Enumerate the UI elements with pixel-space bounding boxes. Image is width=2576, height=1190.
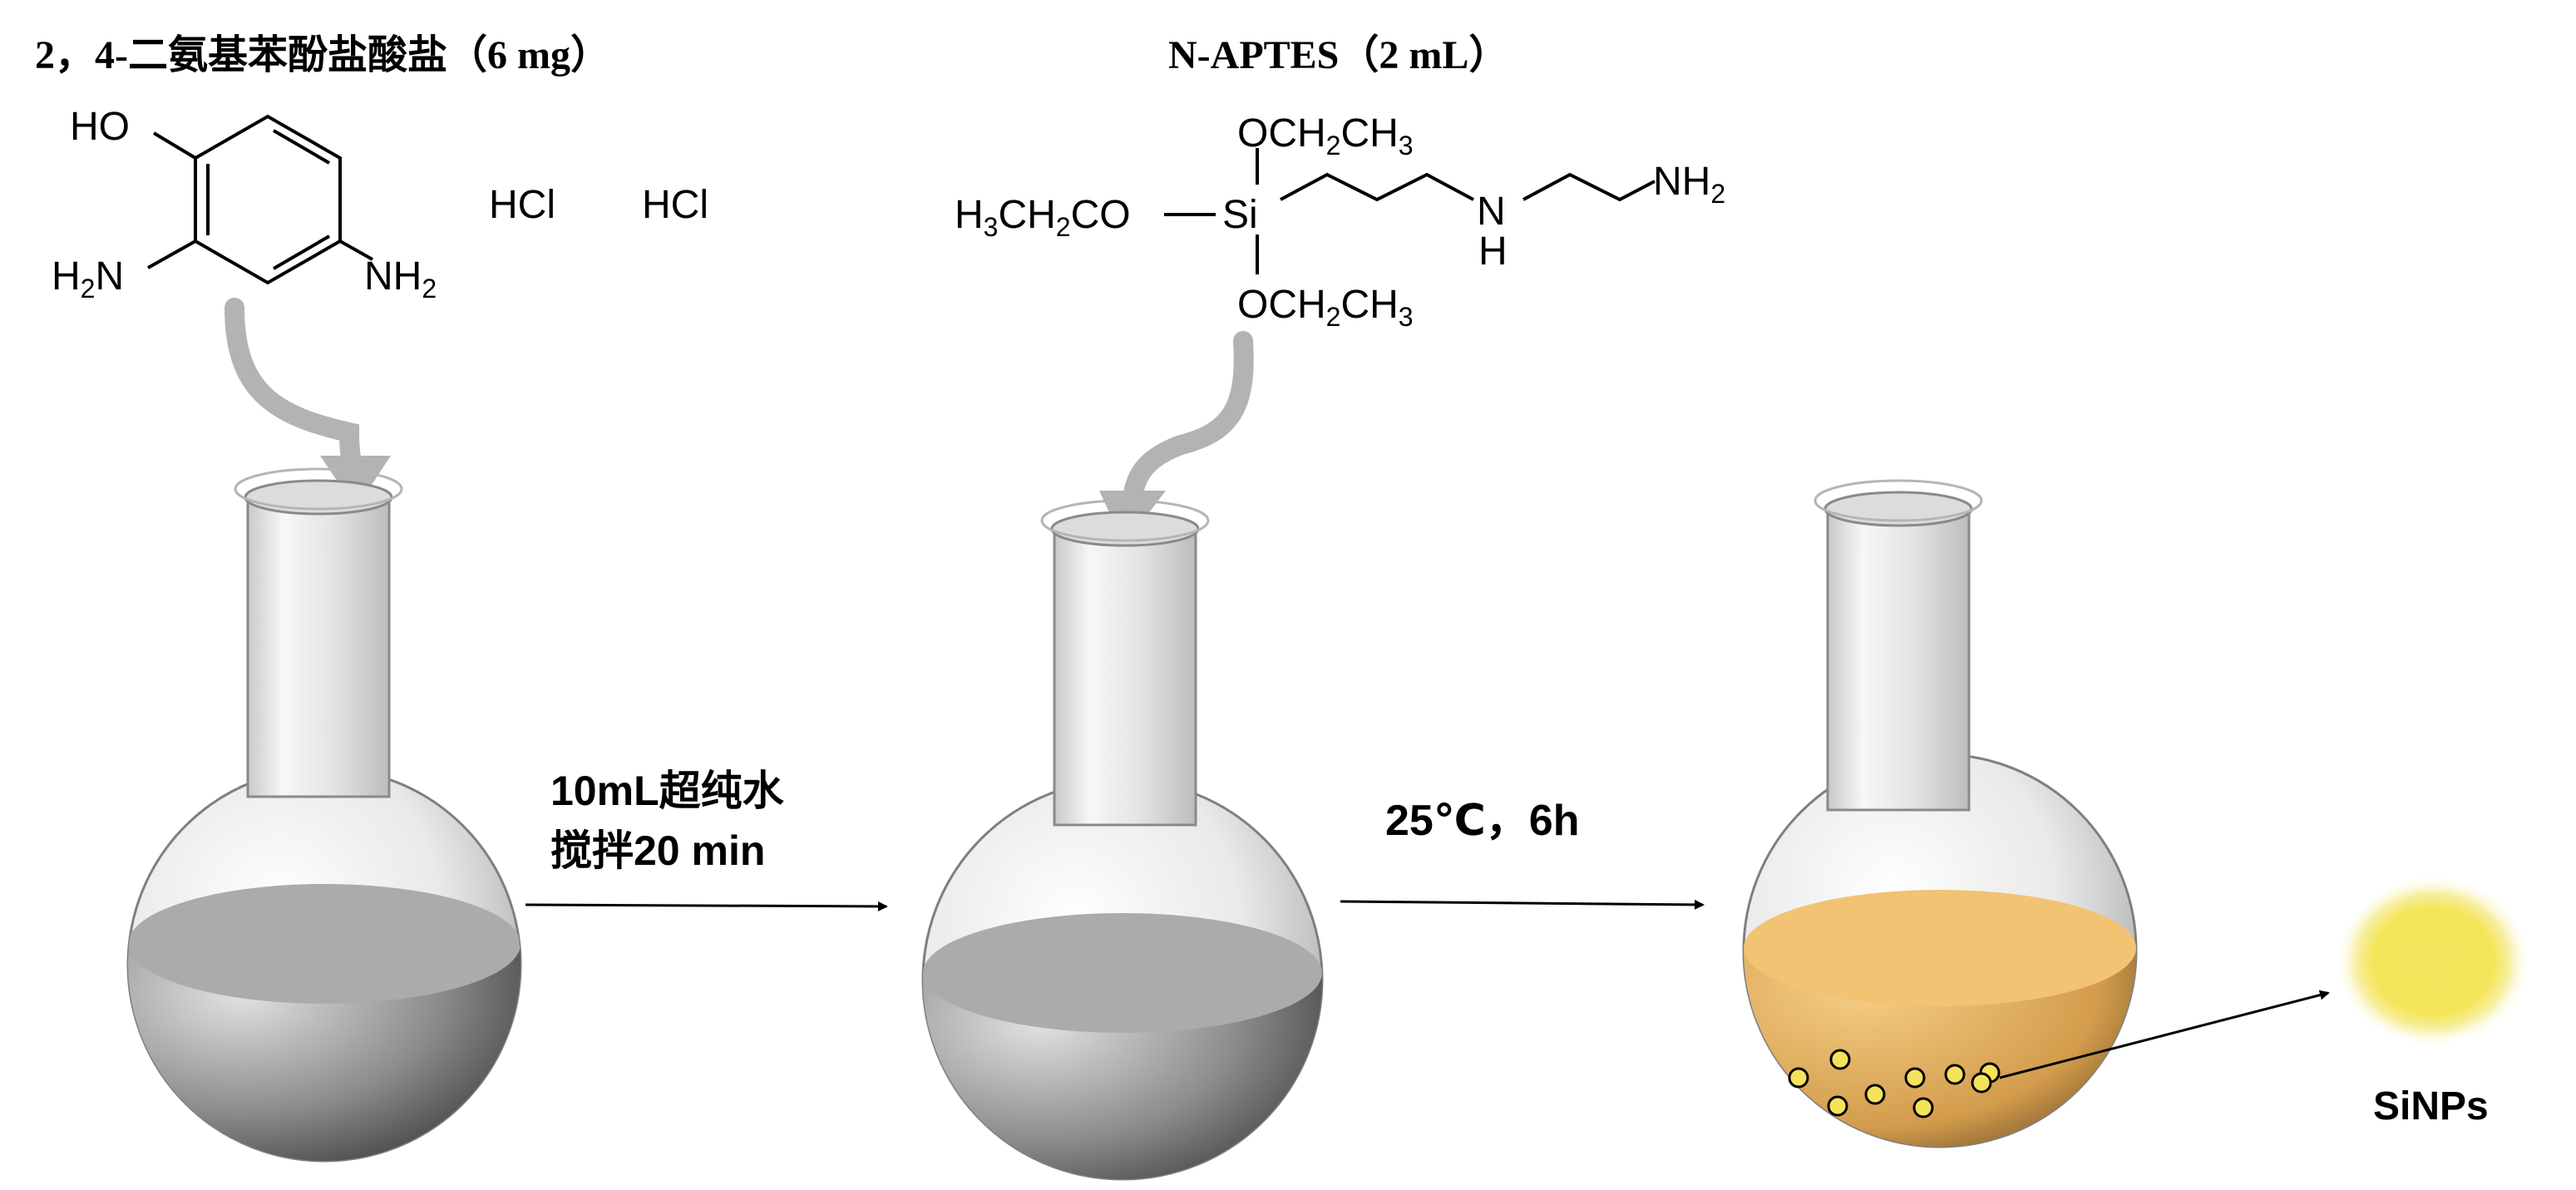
nanoparticle-dot [1912, 1097, 1934, 1118]
nanoparticle-dot [1944, 1064, 1966, 1085]
curved-arrow-1 [225, 298, 391, 509]
nanoparticle-dot [1788, 1067, 1809, 1089]
bond-nh2-right [339, 239, 373, 261]
step1-line2: 搅拌20 min [550, 827, 765, 874]
step1-line1: 10mL超纯水 [550, 768, 785, 814]
nanoparticle-dot [1829, 1049, 1851, 1070]
flask-2 [921, 499, 1324, 1181]
nanoparticle-dot [1904, 1067, 1926, 1089]
flask-1 [126, 467, 522, 1163]
nanoparticle-dots [1788, 1049, 2001, 1118]
diaminophenol-structure [147, 114, 373, 285]
liquid-surface [923, 913, 1322, 1033]
ho-label: HO [70, 105, 130, 149]
h2n-label: H2N [52, 254, 124, 304]
nh2-label-aptes: NH2 [1653, 160, 1725, 209]
inner-bond-top [272, 129, 331, 165]
si-label: Si [1222, 193, 1258, 237]
nanoparticle-dot [1827, 1095, 1848, 1117]
sinps-glow [2335, 875, 2531, 1048]
ethyl-chain [1522, 172, 1656, 202]
nanoparticle-dot [1864, 1084, 1886, 1105]
reagent1-title: 2，4-二氨基苯酚盐酸盐（6 mg） [35, 33, 610, 77]
aptes-structure [1164, 148, 1656, 274]
step2-label: 25℃，6h [1385, 797, 1580, 845]
och2ch3-top-label: OCH2CH3 [1237, 111, 1414, 160]
och2ch3-bottom-label: OCH2CH3 [1237, 283, 1414, 332]
liquid-surface [128, 884, 521, 1004]
bond-ho [152, 131, 197, 160]
flask-3 [1742, 479, 2138, 1148]
h3ch2co-label: H3CH2CO [955, 193, 1131, 242]
bond-nh2-left [147, 239, 196, 269]
nh2-label: NH2 [364, 254, 437, 304]
propyl-chain [1280, 172, 1474, 202]
step-arrow-2 [1340, 899, 1705, 910]
inner-bond-bottom [272, 235, 331, 270]
n-label: N [1477, 190, 1506, 234]
step-arrow-1 [525, 901, 888, 911]
benzene-ring [194, 114, 342, 285]
product-arrow [1999, 990, 2330, 1079]
product-label: SiNPs [2373, 1084, 2489, 1128]
hcl-label-1: HCl [489, 183, 555, 227]
nanoparticle-dot [1971, 1072, 1992, 1094]
h-label: H [1478, 230, 1508, 274]
hcl-label-2: HCl [642, 183, 708, 227]
orange-liquid-surface [1744, 890, 2136, 1006]
reagent2-title: N-APTES（2 mL） [1168, 33, 1508, 77]
